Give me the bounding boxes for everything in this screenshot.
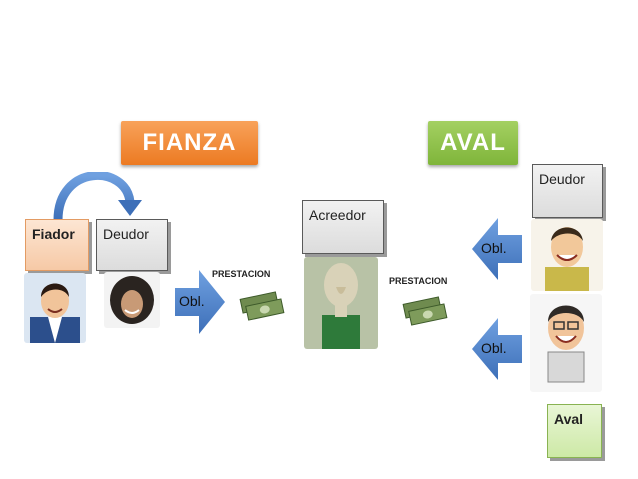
deudor-right-box: Deudor bbox=[532, 164, 603, 218]
deudor-left-label: Deudor bbox=[103, 226, 149, 242]
aval-label: Aval bbox=[554, 411, 584, 427]
deudor-right-label: Deudor bbox=[539, 171, 585, 187]
obligation-label-right-top: Obl. bbox=[481, 240, 507, 256]
money-stack-icon bbox=[239, 291, 285, 321]
fiador-label: Fiador bbox=[32, 226, 75, 242]
acreedor-caricature-image bbox=[304, 257, 378, 349]
deudor-right-caricature-image bbox=[531, 219, 603, 291]
curved-arrow-icon bbox=[53, 172, 142, 225]
money-stack-icon bbox=[402, 296, 448, 326]
fiador-caricature-image bbox=[24, 273, 86, 343]
prestacion-label-left: PRESTACION bbox=[212, 269, 271, 279]
acreedor-box: Acreedor bbox=[302, 200, 384, 254]
deudor-left-caricature-image bbox=[104, 272, 160, 328]
aval-title: AVAL bbox=[428, 121, 518, 165]
aval-box: Aval bbox=[547, 404, 602, 458]
obligation-arrow-right-top bbox=[472, 218, 522, 280]
deudor-left-box: Deudor bbox=[96, 219, 168, 271]
aval-caricature-image bbox=[530, 294, 602, 392]
obligation-arrow-right-bottom bbox=[472, 318, 522, 380]
obligation-arrow-left bbox=[175, 270, 225, 334]
fiador-box: Fiador bbox=[25, 219, 89, 271]
prestacion-label-right: PRESTACION bbox=[389, 276, 448, 286]
obligation-label-left: Obl. bbox=[179, 293, 205, 309]
fianza-title: FIANZA bbox=[121, 121, 258, 165]
obligation-label-right-bottom: Obl. bbox=[481, 340, 507, 356]
acreedor-label: Acreedor bbox=[309, 207, 366, 223]
